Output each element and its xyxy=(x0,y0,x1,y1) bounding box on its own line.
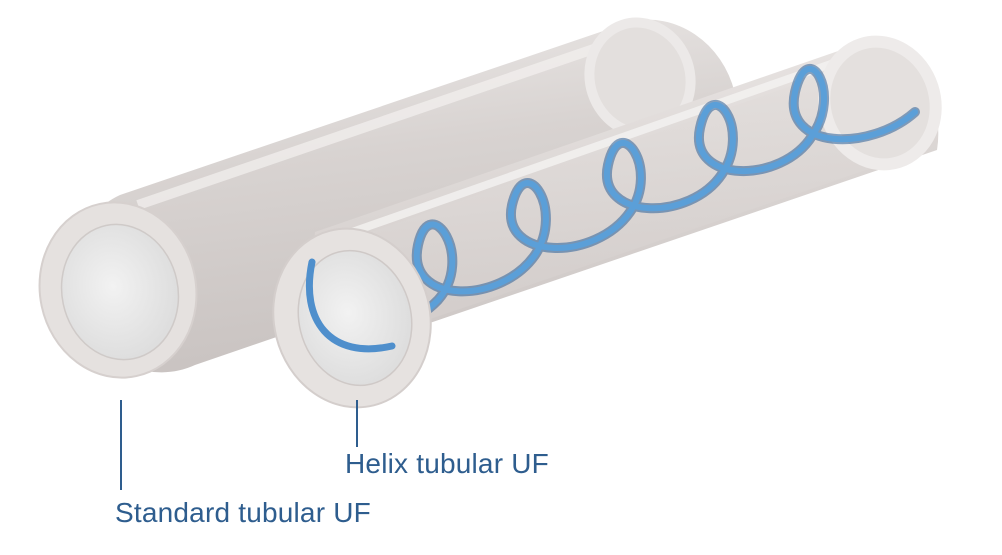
standard-leader-line xyxy=(120,400,122,490)
standard-tubular-uf-label: Standard tubular UF xyxy=(115,497,371,528)
helix-spring-coil xyxy=(314,65,918,330)
helix-tube-top-highlight xyxy=(333,48,867,242)
helix-tube xyxy=(272,35,942,409)
standard-tube-near-bore xyxy=(60,223,180,361)
helix-tube-near-bore xyxy=(297,249,413,387)
helix-leader-line xyxy=(356,400,358,447)
helix-spring xyxy=(312,63,920,332)
standard-tube-shell xyxy=(70,19,738,373)
helix-tube-channel xyxy=(340,62,925,330)
helix-tube-far-end xyxy=(818,35,942,171)
standard-tube-top-highlight xyxy=(136,35,622,210)
helix-spring-near-arc xyxy=(305,258,396,353)
standard-tube xyxy=(38,17,738,379)
helix-tubular-uf-label: Helix tubular UF xyxy=(345,448,549,479)
